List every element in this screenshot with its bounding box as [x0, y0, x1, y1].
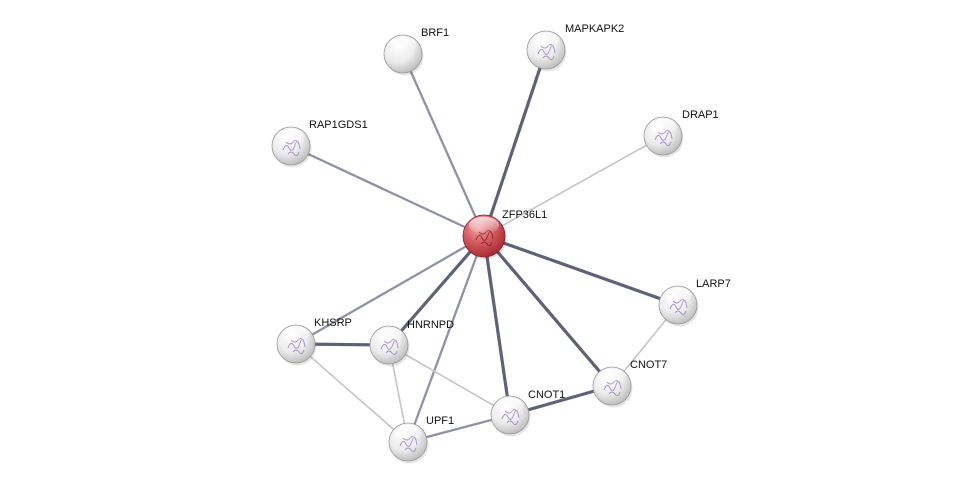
edge-zfp36l1-hnrnpd[interactable] [387, 234, 486, 347]
node-gloss [649, 118, 677, 135]
node-label: MAPKAPK2 [565, 23, 624, 35]
node-label: RAP1GDS1 [309, 119, 368, 131]
node-label: DRAP1 [682, 109, 719, 121]
edge-zfp36l1-upf1[interactable] [406, 234, 486, 444]
node-rap1gds1[interactable]: RAP1GDS1 [271, 119, 368, 168]
node-cnot1[interactable]: CNOT1 [490, 389, 565, 437]
node-label: CNOT7 [630, 359, 667, 371]
node-label: LARP7 [696, 278, 731, 290]
node-label: BRF1 [421, 27, 449, 39]
node-gloss [598, 368, 626, 385]
node-khsrp[interactable]: KHSRP [276, 317, 352, 366]
node-gloss [394, 424, 422, 441]
edge-zfp36l1-rap1gds1[interactable] [289, 144, 486, 238]
edge-zfp36l1-cnot7[interactable] [482, 234, 614, 388]
node-cnot7[interactable]: CNOT7 [592, 359, 667, 408]
node-gloss [282, 326, 310, 343]
node-gloss [664, 287, 692, 304]
node-label: KHSRP [314, 317, 352, 329]
node-gloss [532, 32, 560, 49]
node-label: HNRNPD [407, 319, 454, 331]
node-gloss [468, 216, 500, 235]
edge-khsrp-upf1[interactable] [295, 343, 409, 443]
node-label: UPF1 [426, 415, 454, 427]
edge-zfp36l1-larp7[interactable] [482, 234, 680, 307]
node-hnrnpd[interactable]: HNRNPD [369, 319, 454, 367]
edge-zfp36l1-khsrp[interactable] [294, 234, 486, 346]
edge-zfp36l1-brf1[interactable] [401, 52, 486, 238]
node-gloss [389, 36, 417, 53]
node-label: ZFP36L1 [502, 209, 547, 221]
node-zfp36l1[interactable]: ZFP36L1 [462, 209, 547, 260]
node-brf1[interactable]: BRF1 [383, 27, 449, 76]
node-gloss [496, 397, 524, 414]
node-gloss [277, 128, 305, 145]
node-drap1[interactable]: DRAP1 [643, 109, 719, 158]
edge-zfp36l1-drap1[interactable] [483, 135, 664, 237]
node-mapkapk2[interactable]: MAPKAPK2 [526, 23, 624, 72]
edge-zfp36l1-mapkapk2[interactable] [482, 48, 548, 238]
edge-zfp36l1-cnot1[interactable] [482, 234, 512, 417]
node-upf1[interactable]: UPF1 [388, 415, 454, 464]
node-label: CNOT1 [528, 389, 565, 401]
node-gloss [375, 327, 403, 344]
edge-hnrnpd-cnot1[interactable] [388, 344, 511, 416]
node-larp7[interactable]: LARP7 [658, 278, 731, 327]
